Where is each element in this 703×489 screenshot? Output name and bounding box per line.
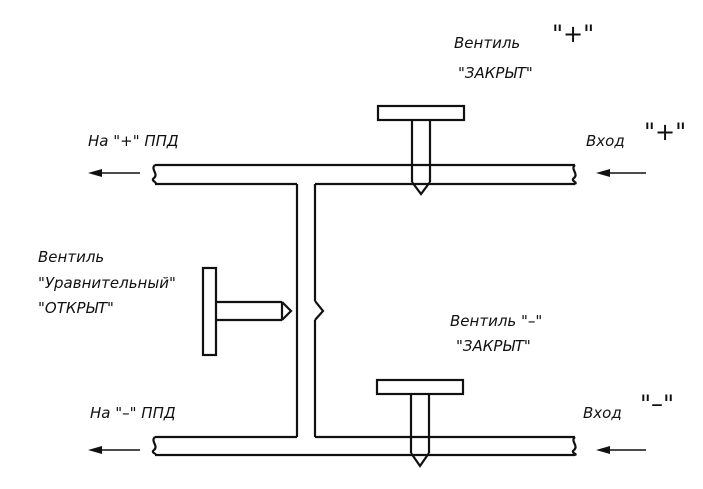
input-plus-sign-label: "+" [644,118,686,146]
valve-plus-state-label: "ЗАКРЫТ" [458,64,533,82]
valve-plus-sign-label: "+" [552,20,594,48]
equalizing-pipe [295,184,325,437]
valve-minus-state-label: "ЗАКРЫТ" [456,337,531,355]
valve-minus [375,378,465,468]
flow-arrows [88,169,646,454]
valve-eq-type-label: "Уравнительный" [38,274,176,292]
minus-line-pipe [151,435,577,457]
plus-line-pipe [151,163,577,186]
input-minus-word-label: Вход [583,404,622,422]
input-plus-word-label: Вход [586,132,625,150]
output-minus-label: На "–" ППД [90,404,176,422]
valve-equalizing [201,266,293,357]
input-minus-sign-label: "–" [640,390,674,418]
valve-plus [376,104,466,196]
output-plus-label: На "+" ППД [88,132,179,150]
valve-minus-name-label: Вентиль "–" [450,312,542,330]
valve-eq-state-label: "ОТКРЫТ" [38,299,114,317]
valve-plus-name-label: Вентиль [454,34,520,52]
valve-eq-name-label: Вентиль [38,248,104,266]
